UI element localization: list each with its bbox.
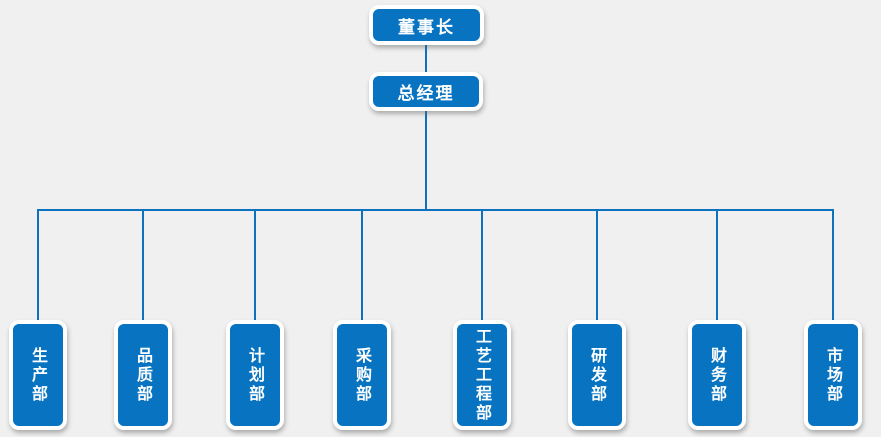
connector-drop-line	[832, 209, 834, 322]
connector-drop-line	[716, 209, 718, 322]
dept-node-planning: 计划部	[226, 320, 284, 430]
org-node-chairman: 董事长	[369, 5, 484, 45]
org-node-label: 总经理	[397, 84, 455, 104]
dept-node-process-engineering: 工艺工程部	[453, 320, 511, 430]
connector-drop-line	[596, 209, 598, 322]
connector-drop-line	[254, 209, 256, 322]
dept-node-label: 品质部	[134, 346, 153, 404]
dept-node-quality: 品质部	[114, 320, 172, 430]
dept-node-label: 工艺工程部	[473, 327, 492, 423]
dept-node-label: 生产部	[29, 346, 48, 404]
dept-node-label: 市场部	[824, 346, 843, 404]
org-node-label: 董事长	[398, 17, 455, 38]
dept-node-marketing: 市场部	[804, 320, 862, 430]
org-node-general-manager: 总经理	[369, 72, 483, 111]
dept-node-label: 采购部	[353, 346, 372, 404]
dept-node-label: 计划部	[246, 346, 265, 404]
connector-drop-line	[37, 209, 39, 322]
connector-manager-stem	[425, 110, 427, 210]
connector-horizontal-bar	[37, 209, 833, 211]
dept-node-label: 财务部	[708, 346, 727, 404]
connector-drop-line	[142, 209, 144, 322]
dept-node-label: 研发部	[588, 346, 607, 404]
connector-root-to-manager	[425, 45, 427, 72]
dept-node-finance: 财务部	[688, 320, 746, 430]
dept-node-production: 生产部	[9, 320, 67, 430]
connector-drop-line	[361, 209, 363, 322]
connector-drop-line	[481, 209, 483, 322]
dept-node-rnd: 研发部	[568, 320, 626, 430]
dept-node-purchasing: 采购部	[333, 320, 391, 430]
